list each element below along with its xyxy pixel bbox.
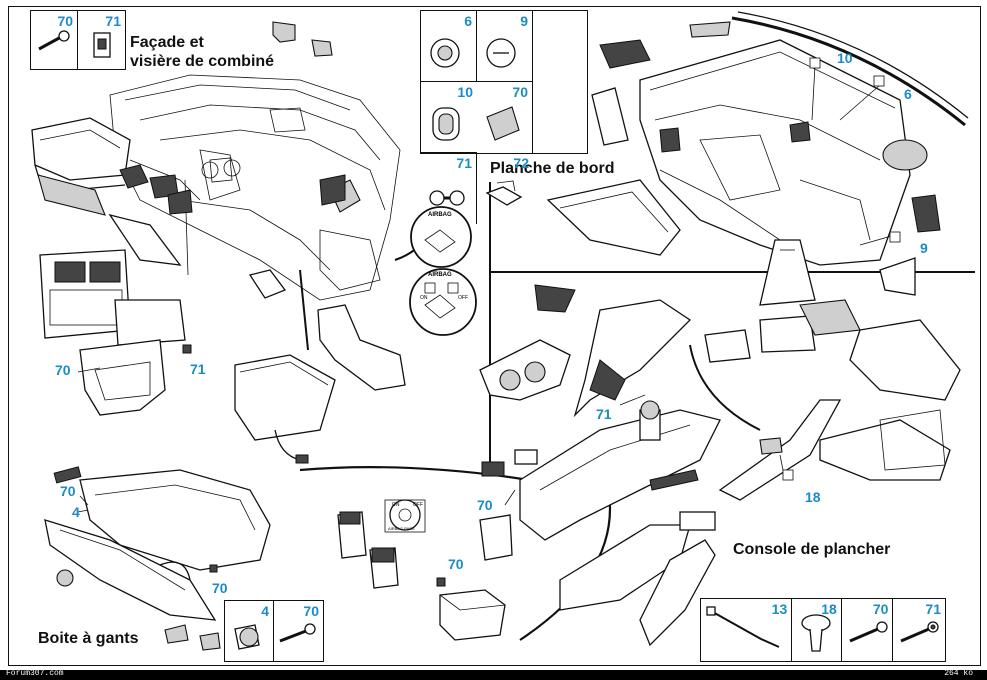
lower-trim-planche	[546, 179, 681, 256]
clip-parts-top	[272, 21, 333, 57]
push-clip-icon	[801, 614, 831, 652]
legend-cell: 71	[893, 599, 945, 661]
callout-70-center: 70	[477, 497, 493, 513]
knob-icon	[234, 624, 260, 650]
vent-parts	[119, 164, 193, 215]
section-title-boite: Boite à gants	[38, 630, 139, 647]
legend-cell: 70	[842, 599, 894, 661]
legend-cell: 9	[477, 11, 533, 82]
screw-icon	[279, 623, 316, 643]
vent-icon	[486, 38, 516, 68]
airbag-label-on: ON	[420, 295, 428, 301]
legend-box-bottom-right: 13 18 70 71	[700, 598, 946, 662]
console-side-parts	[718, 319, 961, 501]
legend-cell: 6	[421, 11, 477, 82]
switch-label-on: ON	[392, 502, 400, 508]
callout-71-console: 71	[596, 406, 612, 422]
rivet-icon	[429, 190, 465, 206]
callout-leaders	[77, 57, 901, 513]
callout-6: 6	[904, 86, 912, 102]
legend-box-bottom-center: 4 70	[224, 600, 324, 662]
floor-console	[479, 284, 721, 647]
airbag-module	[234, 354, 336, 464]
gear-boot	[704, 239, 861, 363]
oval-vent-icon	[432, 107, 460, 141]
legend-cell: 72	[477, 153, 533, 224]
dashboard-main	[591, 11, 969, 296]
airbag-label-off: OFF	[458, 295, 468, 301]
switch-label-airbag: AIRBAG PASS	[388, 526, 415, 531]
dashboard-facade-drawing	[109, 74, 401, 301]
callout-4-glove: 4	[72, 504, 80, 520]
center-bezel	[39, 249, 192, 416]
footer-size: 264 ko	[944, 669, 973, 678]
trim-panel-left	[37, 174, 182, 266]
airbag-label-bottom: AIRBAG	[428, 272, 452, 278]
legend-cell: 4	[225, 601, 275, 661]
airbag-label-top: AIRBAG	[428, 212, 452, 218]
footer-bar: Forum307.com 264 ko	[0, 669, 987, 680]
clip-icon	[93, 32, 111, 58]
switch-parts	[337, 499, 426, 589]
legend-cell: 13	[701, 599, 793, 661]
airbag-labels	[409, 206, 477, 336]
section-title-console: Console de plancher	[733, 541, 891, 558]
screw-icon	[38, 30, 70, 51]
legend-cell: 10	[421, 82, 477, 153]
legend-cell: 71	[78, 11, 125, 69]
callout-9: 9	[920, 240, 928, 256]
legend-box-top-left: 70 71	[30, 10, 126, 70]
legend-cell: 70	[477, 82, 533, 153]
callout-18: 18	[805, 489, 821, 505]
bolt-icon	[900, 621, 940, 643]
legend-cell: 70	[31, 11, 79, 69]
bracket-icon	[485, 180, 523, 206]
callout-10: 10	[837, 50, 853, 66]
airbag-ecu	[436, 577, 506, 641]
screw-icon	[849, 621, 888, 643]
section-title-facade: Façade et visière de combiné	[130, 34, 275, 70]
callout-70-glove-bottom: 70	[212, 580, 228, 596]
side-trim	[317, 304, 406, 391]
legend-cell: 71	[421, 153, 477, 224]
switch-label-off: OFF	[413, 502, 423, 508]
callout-70-module: 70	[448, 556, 464, 572]
callout-71-left: 71	[190, 361, 206, 377]
cable-tie-icon	[706, 606, 780, 648]
footer-site: Forum307.com	[6, 669, 64, 678]
callout-70-glove: 70	[60, 483, 76, 499]
legend-cell: 18	[792, 599, 842, 661]
glove-box-assembly	[44, 466, 271, 651]
legend-cell: 70	[274, 601, 323, 661]
clamp-part	[248, 269, 287, 299]
callout-70-left: 70	[55, 362, 71, 378]
round-vent-icon	[430, 38, 460, 68]
section-title-planche: Planche de bord	[490, 160, 615, 177]
legend-box-top-center: 6 9 10 70 71 72	[420, 10, 588, 224]
vent-louvre-icon	[486, 106, 520, 141]
